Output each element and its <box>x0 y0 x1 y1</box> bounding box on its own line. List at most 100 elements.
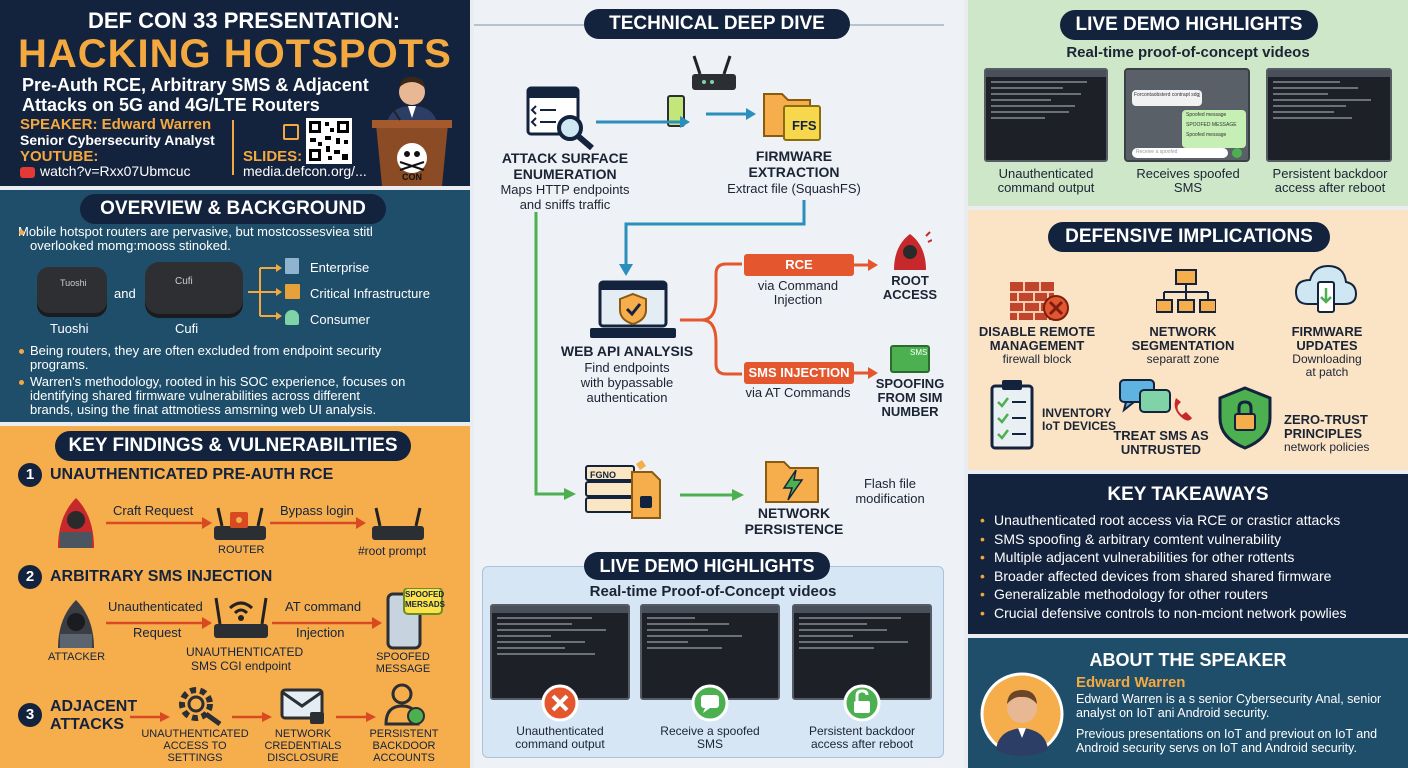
findings-title: KEY FINDINGS & VULNERABILITIES <box>55 431 411 461</box>
zero-trust-shield-icon <box>1218 386 1272 450</box>
rce-arrow <box>854 259 878 271</box>
root-l1: ROOT <box>891 273 929 288</box>
attacker-label: ATTACKER <box>48 651 106 663</box>
takeaway-item: Broader affected devices from shared sha… <box>980 567 1408 586</box>
demo-center-item1-l1: Unauthenticated <box>516 724 604 738</box>
finding2-step2a: AT command <box>285 599 362 614</box>
takeaway-item: Crucial defensive controls to non-mciont… <box>980 604 1408 623</box>
youtube-icon <box>20 167 35 178</box>
webapi-l4: authentication <box>586 390 668 405</box>
cloud-update-icon <box>1294 264 1358 313</box>
firmware-l1: FIRMWARE <box>755 148 833 164</box>
defense-r1c3-l1: FIRMWARE <box>1291 324 1363 339</box>
finding1-title: UNAUTHENTICATED PRE-AUTH RCE <box>50 466 334 483</box>
target-enterprise: Enterprise <box>310 260 370 275</box>
finding1-number: 1 <box>18 463 42 487</box>
attack-l4: and sniffs traffic <box>519 197 611 212</box>
device1-print: Tuoshi <box>60 278 87 288</box>
speaker-name: Edward Warren <box>1076 674 1186 691</box>
overview-bullet2b: programs. <box>30 357 89 372</box>
firmware-folder-label: FFS <box>792 118 817 133</box>
sms-l1: via AT Commands <box>745 385 851 400</box>
f3-item1-l3: SETTINGS <box>167 752 223 764</box>
demo-right-chat-window[interactable]: Forcontaobsterd contrapt sdgjet Spoofed … <box>1124 68 1250 162</box>
demo-center-item3-l2: access after reboot <box>810 737 914 751</box>
firewall-block-icon <box>1010 282 1069 321</box>
demo-right-item2-l1: Receives spoofed <box>1136 166 1240 181</box>
demo-center-item3-l1: Persistent backdoor <box>808 724 916 738</box>
chat-msg-1-text: Forcontaobsterd contrapt sdgjet <box>1134 92 1200 98</box>
code-window-search-icon <box>526 86 594 150</box>
defense-r1c3-l4: at patch <box>1305 365 1349 379</box>
router-device-cufi <box>145 262 243 314</box>
sms-arrow <box>854 367 878 379</box>
f1-arrow1 <box>106 517 212 529</box>
sms-injection-flag: SMS INJECTION <box>744 362 854 384</box>
demo-right-subtitle: Real-time proof-of-concept videos <box>1066 44 1310 61</box>
demo-center-title: LIVE DEMO HIGHLIGHTS <box>584 552 830 580</box>
defense-title: DEFENSIVE IMPLICATIONS <box>1048 222 1330 252</box>
takeaway-item: Multiple adjacent vulnerabilities for ot… <box>980 548 1408 567</box>
f3-item3-l2: BACKDOOR <box>372 740 436 752</box>
chat-msg-3-text: SPOOFED MESSAGE <box>1186 122 1237 128</box>
f3-item3-l1: PERSISTENT <box>369 728 439 740</box>
f3-arrow2 <box>232 712 272 722</box>
speaker-role: Senior Cybersecurity Analyst <box>20 132 215 148</box>
youtube-url[interactable]: watch?v=Rxx07Ubmcuc <box>40 163 191 179</box>
spoof-l3: NUMBER <box>881 404 939 419</box>
speaker-title: ABOUT THE SPEAKER <box>1089 650 1287 670</box>
deep-dive-panel: TECHNICAL DEEP DIVE ATTACK SURFACE ENUME… <box>474 0 964 768</box>
demo-right-item1-l2: command output <box>997 180 1095 195</box>
demo-right-terminal-3[interactable] <box>1266 68 1392 162</box>
overview-bullet1b: overlooked momg:mooss stinoked. <box>30 238 231 253</box>
slides-label: SLIDES: <box>243 148 303 165</box>
share-icon <box>283 124 299 140</box>
send-icon[interactable] <box>1232 148 1242 158</box>
flow-arrow-persist <box>680 489 744 501</box>
treat-sms-l1: TREAT SMS AS <box>1113 428 1209 443</box>
attack-l2: ENUMERATION <box>513 166 617 182</box>
webapi-l3: with bypassable <box>580 375 674 390</box>
findings-panel: KEY FINDINGS & VULNERABILITIES 1 UNAUTHE… <box>0 426 470 768</box>
finding2-result1: SPOOFED <box>376 651 430 663</box>
overview-bullet3c: brands, using the finat attmotiess amsrn… <box>30 402 377 417</box>
f3-arrow3 <box>336 712 376 722</box>
finding2-number: 2 <box>18 565 42 589</box>
demo-right-terminal-1[interactable] <box>984 68 1108 162</box>
demo-right-item3-l2: access after reboot <box>1274 180 1386 195</box>
speaker-bio3: Previous presentations on IoT and previo… <box>1076 727 1378 741</box>
attacker-icon <box>58 600 94 648</box>
rce-flag: RCE <box>744 254 854 276</box>
device2-print: Cufi <box>175 276 193 287</box>
header-panel: DEF CON 33 PRESENTATION: HACKING HOTSPOT… <box>0 0 470 186</box>
wifi-router-icon <box>214 597 268 638</box>
flash-l2: modification <box>855 491 925 506</box>
chat-phone-icon <box>1119 379 1192 421</box>
subtitle-line2: Attacks on 5G and 4G/LTE Routers <box>22 95 320 115</box>
f1-arrow2 <box>270 517 366 529</box>
takeaways-list: Unauthenticated root access via RCE or c… <box>980 511 1408 622</box>
demo-terminal-3[interactable] <box>792 604 932 700</box>
slides-url[interactable]: media.defcon.org/... <box>243 163 367 179</box>
root-hacker-icon <box>894 231 932 270</box>
f2-arrow2 <box>272 617 382 629</box>
envelope-lock-icon <box>280 688 324 724</box>
takeaways-panel: KEY TAKEAWAYS Unauthenticated root acces… <box>968 474 1408 634</box>
inventory-l2: IoT DEVICES <box>1042 419 1117 433</box>
qr-code-icon <box>306 118 352 164</box>
podium-text: CON <box>402 172 422 182</box>
spoof-l2: FROM SIM <box>877 390 943 405</box>
consumer-icon <box>285 310 299 325</box>
bullet-dot-icon <box>19 380 24 385</box>
firmware-l3: Extract file (SquashFS) <box>727 181 861 196</box>
spoofed-bubble2: MERSADS <box>405 600 446 609</box>
chat-input[interactable] <box>1132 148 1228 158</box>
sim-card-icon <box>890 345 930 373</box>
folder-lightning-icon <box>765 461 819 503</box>
subtitle-line1: Pre-Auth RCE, Arbitrary SMS & Adjacent <box>22 75 369 95</box>
demo-center-item2-l2: SMS <box>696 737 723 751</box>
demo-center-subtitle: Real-time Proof-of-Concept videos <box>589 583 837 600</box>
infrastructure-icon <box>285 284 300 299</box>
attack-l3: Maps HTTP endpoints <box>500 182 630 197</box>
takeaway-item: Generalizable methodology for other rout… <box>980 585 1408 604</box>
